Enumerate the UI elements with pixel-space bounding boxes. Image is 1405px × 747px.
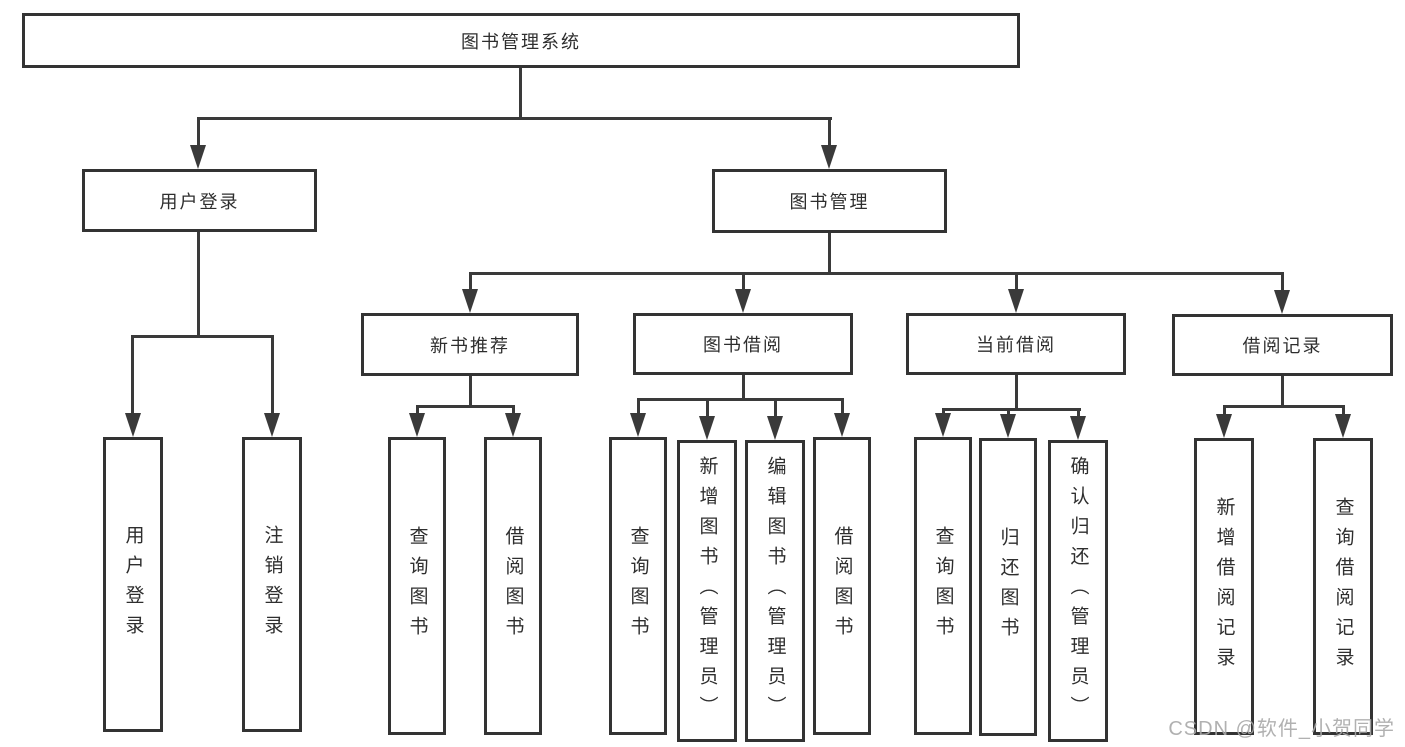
connector-book-mgmt-stub bbox=[828, 233, 831, 275]
connector-drop-book-borrow bbox=[742, 272, 745, 292]
leaf-cb-return-book-label: 归还图书 bbox=[997, 527, 1019, 647]
connector-new-book-rec-stub bbox=[469, 376, 472, 406]
leaf-bb-add-book-admin-label: 新增图书（管理员） bbox=[696, 456, 718, 726]
arrowhead-bb-query bbox=[630, 413, 646, 437]
connector-user-login-hline bbox=[131, 335, 274, 338]
arrowhead-cb-confirm bbox=[1070, 416, 1086, 440]
leaf-br-query-record-label: 查询借阅记录 bbox=[1332, 496, 1354, 677]
leaf-user-login: 用户登录 bbox=[103, 437, 163, 732]
connector-user-login-stub bbox=[197, 232, 200, 335]
connector-new-book-rec-hline bbox=[416, 405, 515, 408]
leaf-cb-query-book: 查询图书 bbox=[914, 437, 972, 735]
node-borrow-record: 借阅记录 bbox=[1172, 314, 1393, 376]
leaf-nbr-query-book: 查询图书 bbox=[388, 437, 446, 735]
connector-current-borrow-stub bbox=[1015, 375, 1018, 409]
arrowhead-leaf-login bbox=[125, 413, 141, 437]
connector-drop-leaf-login bbox=[131, 335, 134, 413]
arrowhead-nbr-borrow bbox=[505, 413, 521, 437]
node-user-login: 用户登录 bbox=[82, 169, 317, 232]
connector-borrow-record-hline bbox=[1223, 405, 1345, 408]
arrowhead-new-book-rec bbox=[462, 289, 478, 313]
connector-drop-leaf-logout bbox=[271, 335, 274, 413]
leaf-cb-confirm-return-admin: 确认归还（管理员） bbox=[1048, 440, 1108, 742]
connector-root-stub bbox=[519, 68, 522, 117]
node-current-borrow-label: 当前借阅 bbox=[976, 335, 1056, 355]
leaf-bb-query-book: 查询图书 bbox=[609, 437, 667, 735]
connector-borrow-record-stub bbox=[1281, 376, 1284, 406]
node-current-borrow: 当前借阅 bbox=[906, 313, 1126, 375]
arrowhead-cb-return bbox=[1000, 414, 1016, 438]
leaf-br-add-record-label: 新增借阅记录 bbox=[1213, 496, 1235, 677]
arrowhead-nbr-query bbox=[409, 413, 425, 437]
connector-book-borrow-hline bbox=[637, 398, 844, 401]
arrowhead-bb-add bbox=[699, 416, 715, 440]
leaf-cb-query-book-label: 查询图书 bbox=[932, 526, 954, 646]
node-book-mgmt-label: 图书管理 bbox=[789, 192, 870, 212]
node-root-label: 图书管理系统 bbox=[461, 31, 581, 52]
node-borrow-record-label: 借阅记录 bbox=[1242, 336, 1323, 356]
node-book-mgmt: 图书管理 bbox=[712, 169, 947, 233]
arrowhead-br-query bbox=[1335, 414, 1351, 438]
leaf-cb-return-book: 归还图书 bbox=[979, 438, 1037, 736]
connector-drop-br-query bbox=[1342, 405, 1345, 415]
node-user-login-label: 用户登录 bbox=[159, 191, 240, 212]
leaf-logout-label: 注销登录 bbox=[261, 524, 283, 645]
connector-drop-nbr-borrow bbox=[512, 405, 515, 415]
connector-book-mgmt-hline bbox=[469, 272, 1284, 275]
leaf-logout: 注销登录 bbox=[242, 437, 302, 732]
leaf-bb-add-book-admin: 新增图书（管理员） bbox=[677, 440, 737, 742]
connector-current-borrow-hline bbox=[942, 408, 1081, 411]
node-root: 图书管理系统 bbox=[22, 13, 1020, 68]
leaf-bb-edit-book-admin-label: 编辑图书（管理员） bbox=[764, 456, 786, 726]
connector-drop-cb-return bbox=[1007, 408, 1010, 416]
leaf-bb-query-book-label: 查询图书 bbox=[627, 526, 649, 646]
leaf-br-add-record: 新增借阅记录 bbox=[1194, 438, 1254, 735]
connector-drop-cb-confirm bbox=[1077, 408, 1080, 417]
arrowhead-bb-borrow bbox=[834, 413, 850, 437]
csdn-watermark: CSDN @软件_小贺同学 bbox=[1168, 718, 1395, 740]
node-book-borrow: 图书借阅 bbox=[633, 313, 853, 375]
arrowhead-user-login bbox=[190, 145, 206, 169]
connector-drop-bb-add bbox=[706, 398, 709, 417]
connector-drop-cb-query bbox=[942, 408, 945, 415]
connector-drop-nbr-query bbox=[416, 405, 419, 415]
arrowhead-book-borrow bbox=[735, 289, 751, 313]
leaf-bb-borrow-book: 借阅图书 bbox=[813, 437, 871, 735]
connector-drop-borrow-record bbox=[1281, 272, 1284, 292]
connector-drop-new-book-rec bbox=[469, 272, 472, 292]
node-book-borrow-label: 图书借阅 bbox=[703, 335, 783, 355]
connector-drop-book-mgmt bbox=[828, 117, 831, 146]
connector-drop-br-add bbox=[1223, 405, 1226, 415]
leaf-bb-borrow-book-label: 借阅图书 bbox=[831, 526, 853, 646]
connector-drop-bb-borrow bbox=[841, 398, 844, 414]
leaf-user-login-label: 用户登录 bbox=[122, 524, 144, 645]
node-new-book-rec-label: 新书推荐 bbox=[430, 335, 510, 356]
arrowhead-book-mgmt bbox=[821, 145, 837, 169]
arrowhead-cb-query bbox=[935, 413, 951, 437]
leaf-nbr-query-book-label: 查询图书 bbox=[406, 526, 428, 646]
connector-drop-bb-edit bbox=[774, 398, 777, 417]
connector-drop-user-login bbox=[197, 117, 200, 146]
leaf-bb-edit-book-admin: 编辑图书（管理员） bbox=[745, 440, 805, 742]
connector-book-borrow-stub bbox=[742, 375, 745, 399]
arrowhead-leaf-logout bbox=[264, 413, 280, 437]
leaf-nbr-borrow-book: 借阅图书 bbox=[484, 437, 542, 735]
leaf-nbr-borrow-book-label: 借阅图书 bbox=[502, 526, 524, 646]
connector-drop-current-borrow bbox=[1015, 272, 1018, 292]
connector-root-hline bbox=[197, 117, 832, 120]
leaf-cb-confirm-return-admin-label: 确认归还（管理员） bbox=[1067, 456, 1089, 726]
arrowhead-borrow-record bbox=[1274, 290, 1290, 314]
arrowhead-br-add bbox=[1216, 414, 1232, 438]
connector-drop-bb-query bbox=[637, 398, 640, 414]
arrowhead-current-borrow bbox=[1008, 289, 1024, 313]
arrowhead-bb-edit bbox=[767, 416, 783, 440]
node-new-book-rec: 新书推荐 bbox=[361, 313, 579, 376]
leaf-br-query-record: 查询借阅记录 bbox=[1313, 438, 1373, 735]
